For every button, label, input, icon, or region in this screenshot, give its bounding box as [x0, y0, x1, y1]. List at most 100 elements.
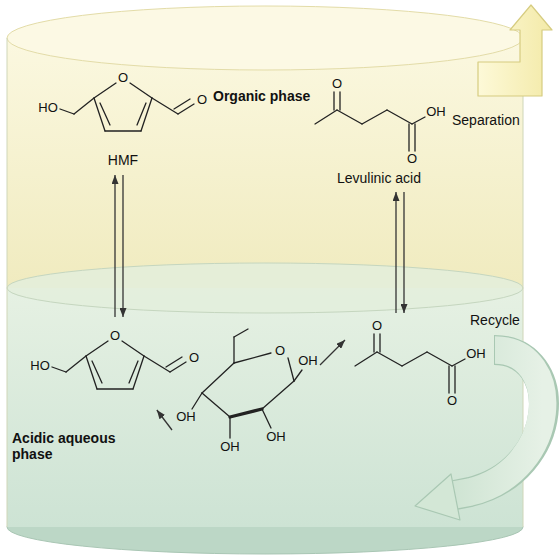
top-face: [7, 6, 523, 70]
bond: [337, 110, 362, 124]
bond: [94, 83, 116, 98]
bond: [355, 352, 377, 366]
atom-label: O: [118, 71, 128, 86]
bond: [92, 361, 102, 383]
separation-arrow: [478, 5, 552, 96]
bond: [202, 363, 234, 393]
bond: [414, 124, 415, 151]
equilibrium-forward: [395, 192, 396, 313]
equilibrium-back: [122, 175, 123, 317]
recycle-arrow-body: [454, 350, 543, 495]
bond: [66, 356, 86, 372]
bond-lines: [345, 316, 493, 421]
atom-label: HO: [38, 101, 58, 116]
cylinder-wall: [7, 38, 8, 527]
bond: [233, 337, 234, 363]
bond: [100, 103, 110, 125]
atom-label: O: [372, 319, 382, 334]
bond: [294, 370, 302, 381]
bond: [130, 83, 152, 98]
bond: [379, 334, 380, 352]
atom-label: O: [189, 351, 199, 366]
aqueous-body: [7, 288, 523, 527]
atom-label: O: [407, 152, 417, 167]
atom-label: OH: [298, 354, 318, 369]
compound-name: HMF: [108, 152, 138, 168]
bond: [377, 352, 402, 366]
bond: [86, 341, 108, 356]
recycle-arrow-head: [415, 474, 460, 520]
bond: [97, 388, 133, 389]
hmf-structure: HO O O HMF: [28, 62, 209, 172]
bond: [373, 334, 374, 352]
bond: [408, 124, 409, 151]
arrow-label: Recycle: [470, 312, 520, 328]
atom-label: OH: [266, 430, 286, 445]
bond: [448, 366, 449, 393]
atom-label: OH: [176, 410, 196, 425]
bond: [52, 367, 66, 372]
bond: [105, 130, 141, 131]
glucose-structure: O OH OH OH OH: [172, 325, 320, 467]
equilibrium-back: [403, 192, 404, 313]
atom-label: O: [447, 394, 457, 409]
phase-label: Organic phase: [213, 88, 310, 104]
bond: [412, 117, 425, 124]
arrow-label: Separation: [452, 112, 520, 128]
bond: [333, 92, 334, 110]
bond: [234, 329, 248, 337]
reaction-arrow: [157, 410, 172, 430]
phase-label: Acidic aqueous phase: [12, 430, 120, 462]
recycle-arrow-outline: [455, 350, 544, 495]
bond-lines: [172, 325, 320, 467]
atom-label: OH: [220, 440, 240, 455]
bond: [166, 357, 182, 367]
atom-label: OH: [426, 105, 446, 120]
bond: [234, 353, 271, 363]
bond: [454, 366, 455, 393]
organic-phase-band: HO O O HMF O OH O Levulinic acid Organic phase: [7, 38, 523, 288]
bond: [174, 99, 190, 109]
bond: [262, 409, 271, 428]
bond: [129, 361, 138, 383]
hmf-structure: HO O O: [20, 320, 201, 410]
atom-label: O: [110, 329, 120, 344]
bond: [262, 381, 294, 409]
bond: [192, 393, 202, 409]
bond: [74, 98, 94, 114]
conversion-arrow: [320, 340, 345, 365]
bond: [427, 352, 452, 366]
levulinic-acid-structure: O OH O: [345, 316, 493, 421]
bond: [60, 109, 74, 114]
bond: [402, 352, 427, 366]
atom-label: O: [197, 93, 207, 108]
phase-interface: [7, 263, 523, 313]
bond: [315, 110, 337, 124]
bond: [452, 359, 465, 366]
wedge-bond: [230, 409, 262, 417]
aqueous-phase-band: HO O O O OH O O OH OH OH OH Acidic aqueous phase: [7, 288, 523, 527]
bond: [387, 110, 412, 124]
bond: [152, 98, 178, 114]
atom-label: HO: [30, 359, 50, 374]
bond: [202, 393, 230, 417]
equilibrium-forward: [114, 175, 115, 317]
bond: [144, 356, 170, 372]
compound-name: Levulinic acid: [337, 170, 421, 186]
bond: [339, 92, 340, 110]
reaction-arrow: [115, 175, 123, 317]
conversion-arrow: [157, 410, 172, 430]
bond: [229, 417, 230, 438]
atom-label: O: [275, 344, 285, 359]
organic-body: [7, 38, 523, 288]
atom-label: O: [332, 77, 342, 92]
reaction-arrow: [320, 340, 345, 365]
reaction-arrow: [396, 192, 404, 313]
bond: [137, 103, 146, 125]
bond: [362, 110, 387, 124]
atom-label: OH: [466, 347, 486, 362]
